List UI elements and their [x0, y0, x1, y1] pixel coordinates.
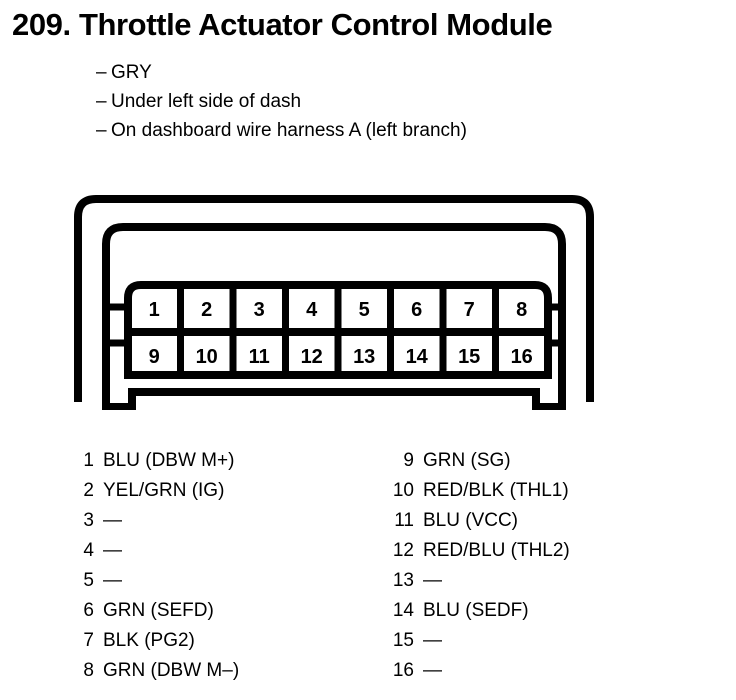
pin-list-item: 15 — [388, 630, 570, 660]
pin-list-left-column: 1 BLU (DBW M+) 2 YEL/GRN (IG) 3 — 4 — 5 … [68, 450, 239, 690]
spec-dash: – [96, 91, 107, 112]
pin-list-desc: RED/BLU (THL2) [423, 540, 570, 561]
pin-list-item: 16 — [388, 660, 570, 690]
pin-cell-16: 16 [511, 346, 533, 368]
pin-list-desc: GRN (DBW M–) [103, 660, 240, 681]
pin-cell-11: 11 [249, 346, 270, 368]
pin-list-desc: GRN (SG) [423, 450, 511, 471]
pin-list-item: 11 BLU (VCC) [388, 510, 570, 540]
pin-list-desc: — [103, 510, 122, 531]
pin-cell-1: 1 [149, 299, 160, 321]
pin-list-right-column: 9 GRN (SG) 10 RED/BLK (THL1) 11 BLU (VCC… [388, 450, 570, 690]
spec-line-text: On dashboard wire harness A (left branch… [111, 120, 467, 141]
pin-list-item: 2 YEL/GRN (IG) [68, 480, 239, 510]
pin-list-number: 11 [394, 510, 414, 531]
pin-cell-9: 9 [149, 346, 160, 368]
spec-dash: – [96, 120, 107, 141]
pin-list-desc: GRN (SEFD) [103, 600, 214, 621]
pin-list-item: 6 GRN (SEFD) [68, 600, 239, 630]
pin-list-number: 8 [83, 660, 94, 681]
pin-list-item: 10 RED/BLK (THL1) [388, 480, 570, 510]
pin-list-number: 2 [83, 480, 94, 501]
pin-list-number: 12 [392, 540, 414, 561]
pin-list-desc: — [103, 540, 122, 561]
pin-cell-13: 13 [353, 346, 375, 368]
pin-cell-8: 8 [516, 299, 527, 321]
pin-cell-12: 12 [301, 346, 323, 368]
spec-line: –On dashboard wire harness A (left branc… [96, 116, 467, 145]
pin-list-number: 16 [392, 660, 414, 681]
pin-list-number: 3 [83, 510, 94, 531]
pin-list-desc: RED/BLK (THL1) [423, 480, 569, 501]
pin-cell-2: 2 [201, 299, 212, 321]
pin-list-item: 3 — [68, 510, 239, 540]
pin-list-desc: BLU (SEDF) [423, 600, 529, 621]
connector-tab-right [532, 383, 566, 410]
connector-diagram: 1 2 3 4 5 6 7 8 9 10 11 12 13 14 15 16 [60, 185, 630, 410]
connector-inner-shell [102, 223, 566, 397]
pin-cell-4: 4 [306, 299, 318, 321]
pin-cell-15: 15 [458, 346, 480, 368]
spec-line: –GRY [96, 58, 467, 87]
pin-list-number: 14 [392, 600, 414, 621]
pin-list-desc: BLU (DBW M+) [103, 450, 235, 471]
pin-list-desc: — [423, 570, 442, 591]
pin-numbers-bottom-row: 9 10 11 12 13 14 15 16 [149, 346, 533, 368]
pin-list-item: 9 GRN (SG) [388, 450, 570, 480]
pin-list-desc: — [103, 570, 122, 591]
pin-list-number: 1 [83, 450, 94, 471]
spec-dash: – [96, 62, 107, 83]
pin-list-number: 6 [83, 600, 94, 621]
pin-cell-14: 14 [406, 346, 429, 368]
pin-list-number: 9 [403, 450, 414, 471]
pin-cell-5: 5 [359, 299, 370, 321]
pin-numbers-top-row: 1 2 3 4 5 6 7 8 [149, 299, 528, 321]
page-title: 209. Throttle Actuator Control Module [12, 7, 553, 42]
pin-list-number: 4 [83, 540, 94, 561]
pin-column-dividers [177, 285, 499, 375]
spec-line: –Under left side of dash [96, 87, 467, 116]
pin-list-item: 7 BLK (PG2) [68, 630, 239, 660]
pin-list-number: 5 [83, 570, 94, 591]
pin-list-number: 7 [83, 630, 94, 651]
pin-list-desc: BLU (VCC) [423, 510, 519, 531]
pin-list-desc: YEL/GRN (IG) [103, 480, 225, 501]
pin-list-item: 1 BLU (DBW M+) [68, 450, 239, 480]
pin-cell-10: 10 [196, 346, 218, 368]
pin-cell-7: 7 [464, 299, 475, 321]
connector-outer-shell [74, 195, 594, 402]
pin-list-number: 10 [392, 480, 414, 501]
pin-list-number: 15 [392, 630, 414, 651]
connector-tab-left [102, 383, 136, 410]
pin-list-item: 4 — [68, 540, 239, 570]
spec-line-text: Under left side of dash [111, 91, 302, 112]
pin-list-item: 8 GRN (DBW M–) [68, 660, 239, 690]
pin-cell-3: 3 [254, 299, 265, 321]
pin-cell-6: 6 [411, 299, 422, 321]
spec-line-text: GRY [111, 62, 152, 83]
pin-list-desc: BLK (PG2) [103, 630, 195, 651]
pin-list-desc: — [423, 630, 442, 651]
pin-list-item: 5 — [68, 570, 239, 600]
spec-list: –GRY –Under left side of dash –On dashbo… [96, 58, 467, 145]
pin-list-item: 12 RED/BLU (THL2) [388, 540, 570, 570]
pin-list-item: 13 — [388, 570, 570, 600]
pin-list-desc: — [423, 660, 442, 681]
pin-list-number: 13 [392, 570, 414, 591]
pin-list-item: 14 BLU (SEDF) [388, 600, 570, 630]
